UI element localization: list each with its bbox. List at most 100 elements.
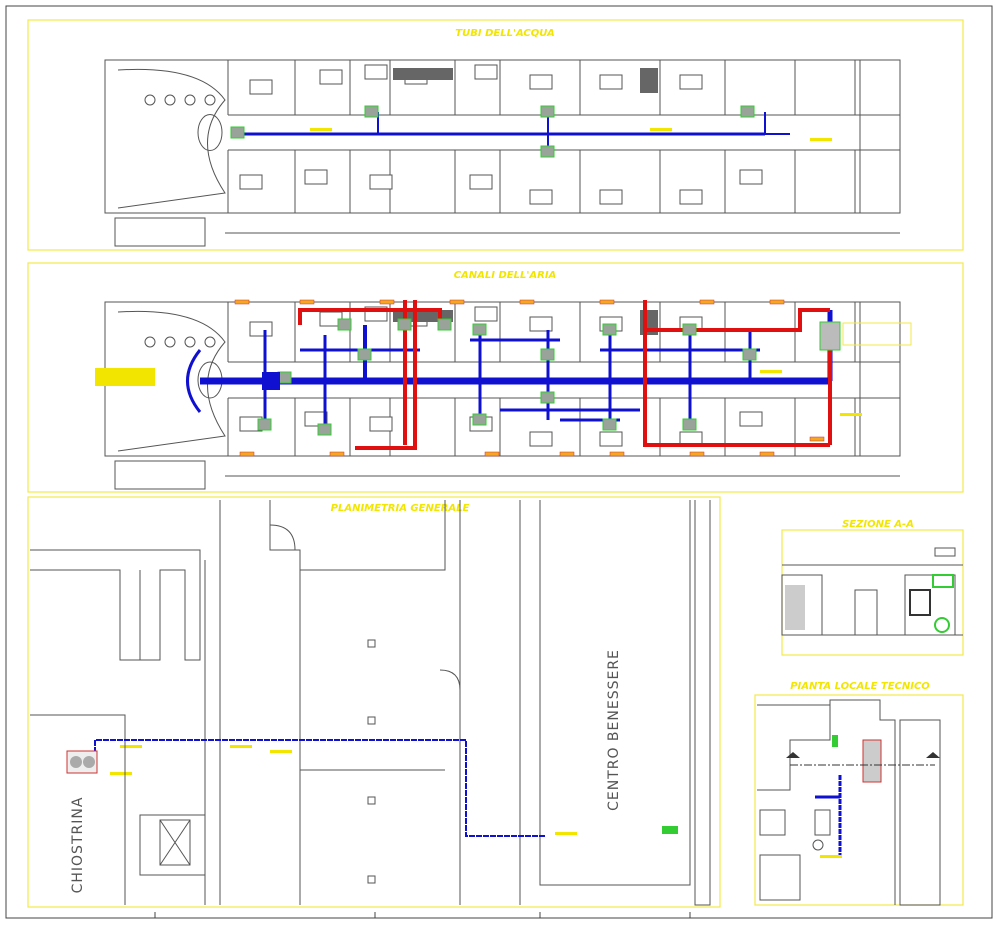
air-diffuser [317, 423, 332, 436]
column [184, 94, 196, 106]
reception-desk [197, 114, 223, 151]
annotation-leader [230, 745, 252, 748]
furniture [529, 316, 553, 332]
panel-frame-section [781, 529, 964, 656]
panel-frame-air [27, 262, 964, 493]
water-units [230, 105, 755, 158]
title-technical: PIANTA LOCALE TECNICO [790, 681, 930, 692]
air-diffuser [602, 323, 617, 336]
column [164, 94, 176, 106]
title-water: TUBI DELL'ACQUA [455, 28, 554, 39]
air-handling-unit [819, 321, 841, 351]
grille [449, 299, 465, 305]
sheet-ticks [154, 912, 691, 918]
annotation-leader [120, 745, 142, 748]
air-diffuser [257, 418, 272, 431]
general-water-line [94, 739, 545, 837]
hatched-wall [393, 68, 453, 80]
furniture [369, 416, 393, 432]
furniture [304, 169, 328, 185]
grille [699, 299, 715, 305]
annotation-leader [840, 413, 862, 416]
column [204, 94, 216, 106]
furniture [249, 79, 273, 95]
furniture [739, 411, 763, 427]
air-diffuser [540, 348, 555, 361]
furniture [304, 411, 328, 427]
floor-plan-water [104, 59, 901, 247]
lobby-outline [117, 68, 226, 209]
panel-frame-general [27, 496, 721, 908]
annotation-leader [810, 138, 832, 141]
fan-coil-unit [364, 105, 379, 118]
furniture [469, 174, 493, 190]
title-section: SEZIONE A-A [842, 519, 914, 530]
furniture [474, 306, 498, 322]
grille [689, 451, 705, 457]
outbuilding [114, 217, 206, 247]
column [204, 336, 216, 348]
grille [809, 436, 825, 442]
air-diffuser [540, 391, 555, 404]
title-general: PLANIMETRIA GENERALE [331, 503, 470, 514]
grille [769, 299, 785, 305]
grille [239, 451, 255, 457]
furniture [364, 64, 388, 80]
furniture [599, 431, 623, 447]
air-diffuser [742, 348, 757, 361]
column [164, 336, 176, 348]
annotation-leader [555, 832, 577, 835]
grille [299, 299, 315, 305]
annotation-leader [270, 750, 292, 753]
furniture [529, 74, 553, 90]
grille [484, 451, 500, 457]
fan-coil-unit [230, 126, 245, 139]
grille [519, 299, 535, 305]
technical-room-drawing [757, 699, 941, 906]
air-diffuser [682, 418, 697, 431]
label-courtyard: CHIOSTRINA [70, 797, 86, 894]
sheet-border [5, 5, 993, 919]
hatched-wall [640, 68, 658, 93]
fan-coil-unit [540, 105, 555, 118]
air-diffuser [337, 318, 352, 331]
annex [859, 59, 901, 214]
label-wellness: CENTRO BENESSERE [606, 649, 622, 811]
grille [599, 299, 615, 305]
annotation-leader [820, 855, 842, 858]
inlet-note [95, 368, 155, 386]
air-diffuser [397, 318, 412, 331]
air-return-ducts [298, 300, 832, 450]
column [144, 336, 156, 348]
grille [559, 451, 575, 457]
air-units [257, 318, 757, 436]
general-plan-walls [30, 500, 711, 906]
furniture [529, 189, 553, 205]
furniture [529, 431, 553, 447]
furniture [249, 321, 273, 337]
ahu-note [842, 322, 912, 346]
annotation-leader [310, 128, 332, 131]
air-diffuser [472, 413, 487, 426]
fan-icon [83, 756, 95, 768]
annex [859, 301, 901, 457]
annotation-leader [110, 772, 132, 775]
annotations [110, 128, 862, 858]
air-diffuser [602, 418, 617, 431]
duct-plenum [262, 372, 280, 390]
section-a-a-drawing [781, 547, 963, 636]
grille [329, 451, 345, 457]
furniture [739, 169, 763, 185]
panel-frame-technical [754, 694, 964, 906]
fan-coil-unit [740, 105, 755, 118]
air-diffuser [472, 323, 487, 336]
furniture [679, 189, 703, 205]
panel-frame-water [27, 19, 964, 251]
building-outline [104, 59, 901, 214]
lobby-outline [117, 310, 226, 452]
grille [234, 299, 250, 305]
column [184, 336, 196, 348]
fan-coil-unit [540, 145, 555, 158]
grille [609, 451, 625, 457]
